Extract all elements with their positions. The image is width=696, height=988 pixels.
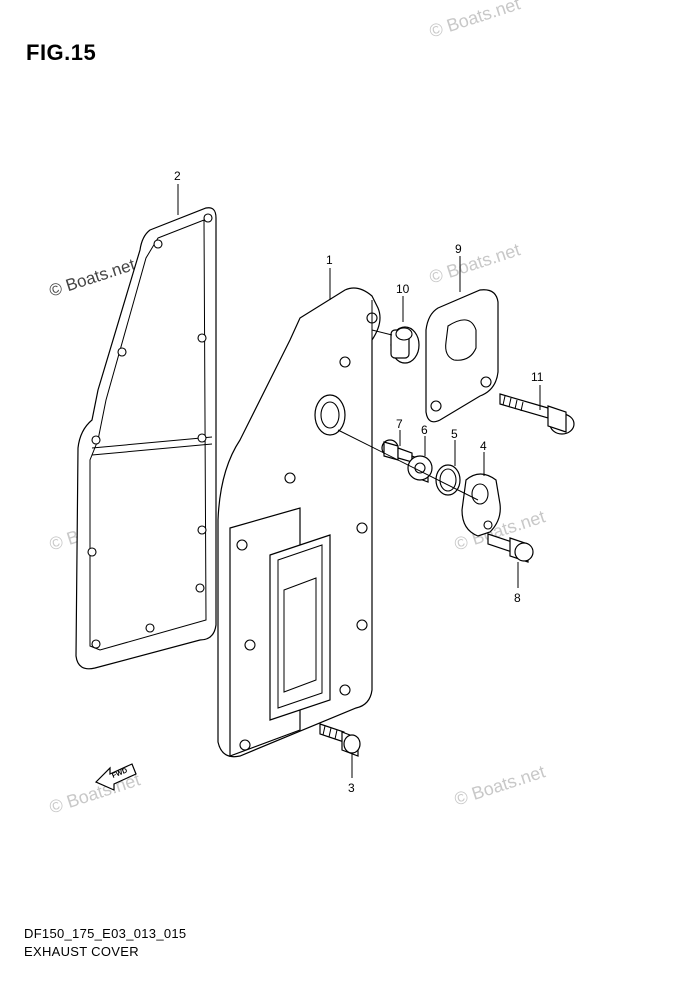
plate-part-9[interactable] bbox=[425, 289, 499, 423]
callout-4: 4 bbox=[480, 439, 487, 453]
center-line bbox=[371, 329, 393, 336]
exhaust-cover-part-1[interactable] bbox=[217, 287, 381, 758]
bolt-part-8[interactable] bbox=[487, 533, 534, 563]
callout-5: 5 bbox=[451, 427, 458, 441]
callout-6: 6 bbox=[421, 423, 428, 437]
callout-3: 3 bbox=[348, 781, 355, 795]
callout-9: 9 bbox=[455, 242, 462, 256]
bolt-part-7[interactable] bbox=[381, 439, 413, 463]
callout-8: 8 bbox=[514, 591, 521, 605]
callout-2: 2 bbox=[174, 169, 181, 183]
collar-part-6[interactable] bbox=[407, 455, 433, 483]
forward-arrow-icon: FWD bbox=[94, 763, 137, 791]
figure-title: FIG.15 bbox=[26, 40, 97, 65]
callout-10: 10 bbox=[396, 282, 410, 296]
bolt-part-3[interactable] bbox=[319, 723, 361, 757]
callout-7: 7 bbox=[396, 417, 403, 431]
center-line bbox=[337, 429, 479, 501]
gasket-part-2[interactable] bbox=[75, 207, 217, 670]
collar-part-10[interactable] bbox=[390, 326, 420, 364]
diagram-code: DF150_175_E03_013_015 bbox=[24, 926, 187, 941]
callout-1: 1 bbox=[326, 253, 333, 267]
flange-part-4[interactable] bbox=[461, 473, 501, 537]
o-ring-part-5[interactable] bbox=[435, 464, 461, 496]
bolt-part-11[interactable] bbox=[499, 393, 575, 435]
diagram-name: EXHAUST COVER bbox=[24, 944, 139, 959]
callout-11: 11 bbox=[531, 370, 544, 384]
